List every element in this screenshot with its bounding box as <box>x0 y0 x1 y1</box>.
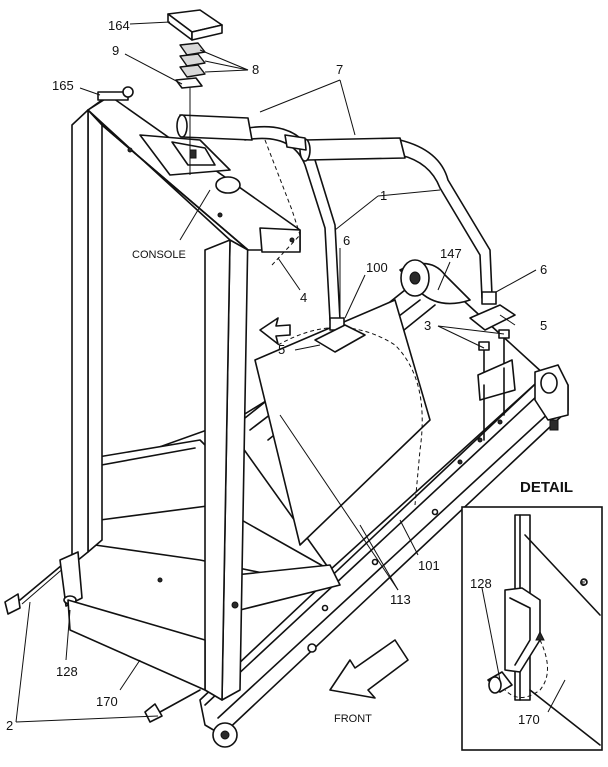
label-3: 3 <box>424 318 431 333</box>
label-5-right: 5 <box>540 318 547 333</box>
label-101: 101 <box>418 558 440 573</box>
front-direction-arrow <box>329 639 409 699</box>
label-164: 164 <box>108 18 130 33</box>
detail-label-128: 128 <box>470 576 492 591</box>
label-7: 7 <box>336 62 343 77</box>
label-113: 113 <box>390 592 411 607</box>
label-6-right: 6 <box>540 262 547 277</box>
label-console: CONSOLE <box>132 249 186 261</box>
detail-label-170: 170 <box>518 712 540 727</box>
label-165: 165 <box>52 78 74 93</box>
walking-belt <box>254 299 431 546</box>
label-170: 170 <box>96 694 118 709</box>
console-parts <box>167 9 223 175</box>
label-9: 9 <box>112 43 119 58</box>
leader-lines <box>15 21 537 723</box>
label-8: 8 <box>252 62 259 77</box>
label-5-left: 5 <box>278 342 285 357</box>
label-1: 1 <box>380 188 387 203</box>
registered-mark: ® <box>580 578 587 588</box>
callout-labels: 164 9 8 7 165 1 CONSOLE 6 100 147 6 4 3 … <box>6 18 587 733</box>
label-147: 147 <box>440 246 462 261</box>
label-detail: DETAIL <box>520 479 573 496</box>
label-6-left: 6 <box>343 233 350 248</box>
handrails <box>176 114 516 353</box>
detail-box <box>461 506 603 751</box>
label-100: 100 <box>366 260 388 275</box>
label-front: FRONT <box>334 713 372 725</box>
upright-frame <box>71 86 301 701</box>
knobs-and-pin <box>4 551 206 723</box>
label-4: 4 <box>300 290 307 305</box>
label-2: 2 <box>6 718 13 733</box>
label-128: 128 <box>56 664 78 679</box>
